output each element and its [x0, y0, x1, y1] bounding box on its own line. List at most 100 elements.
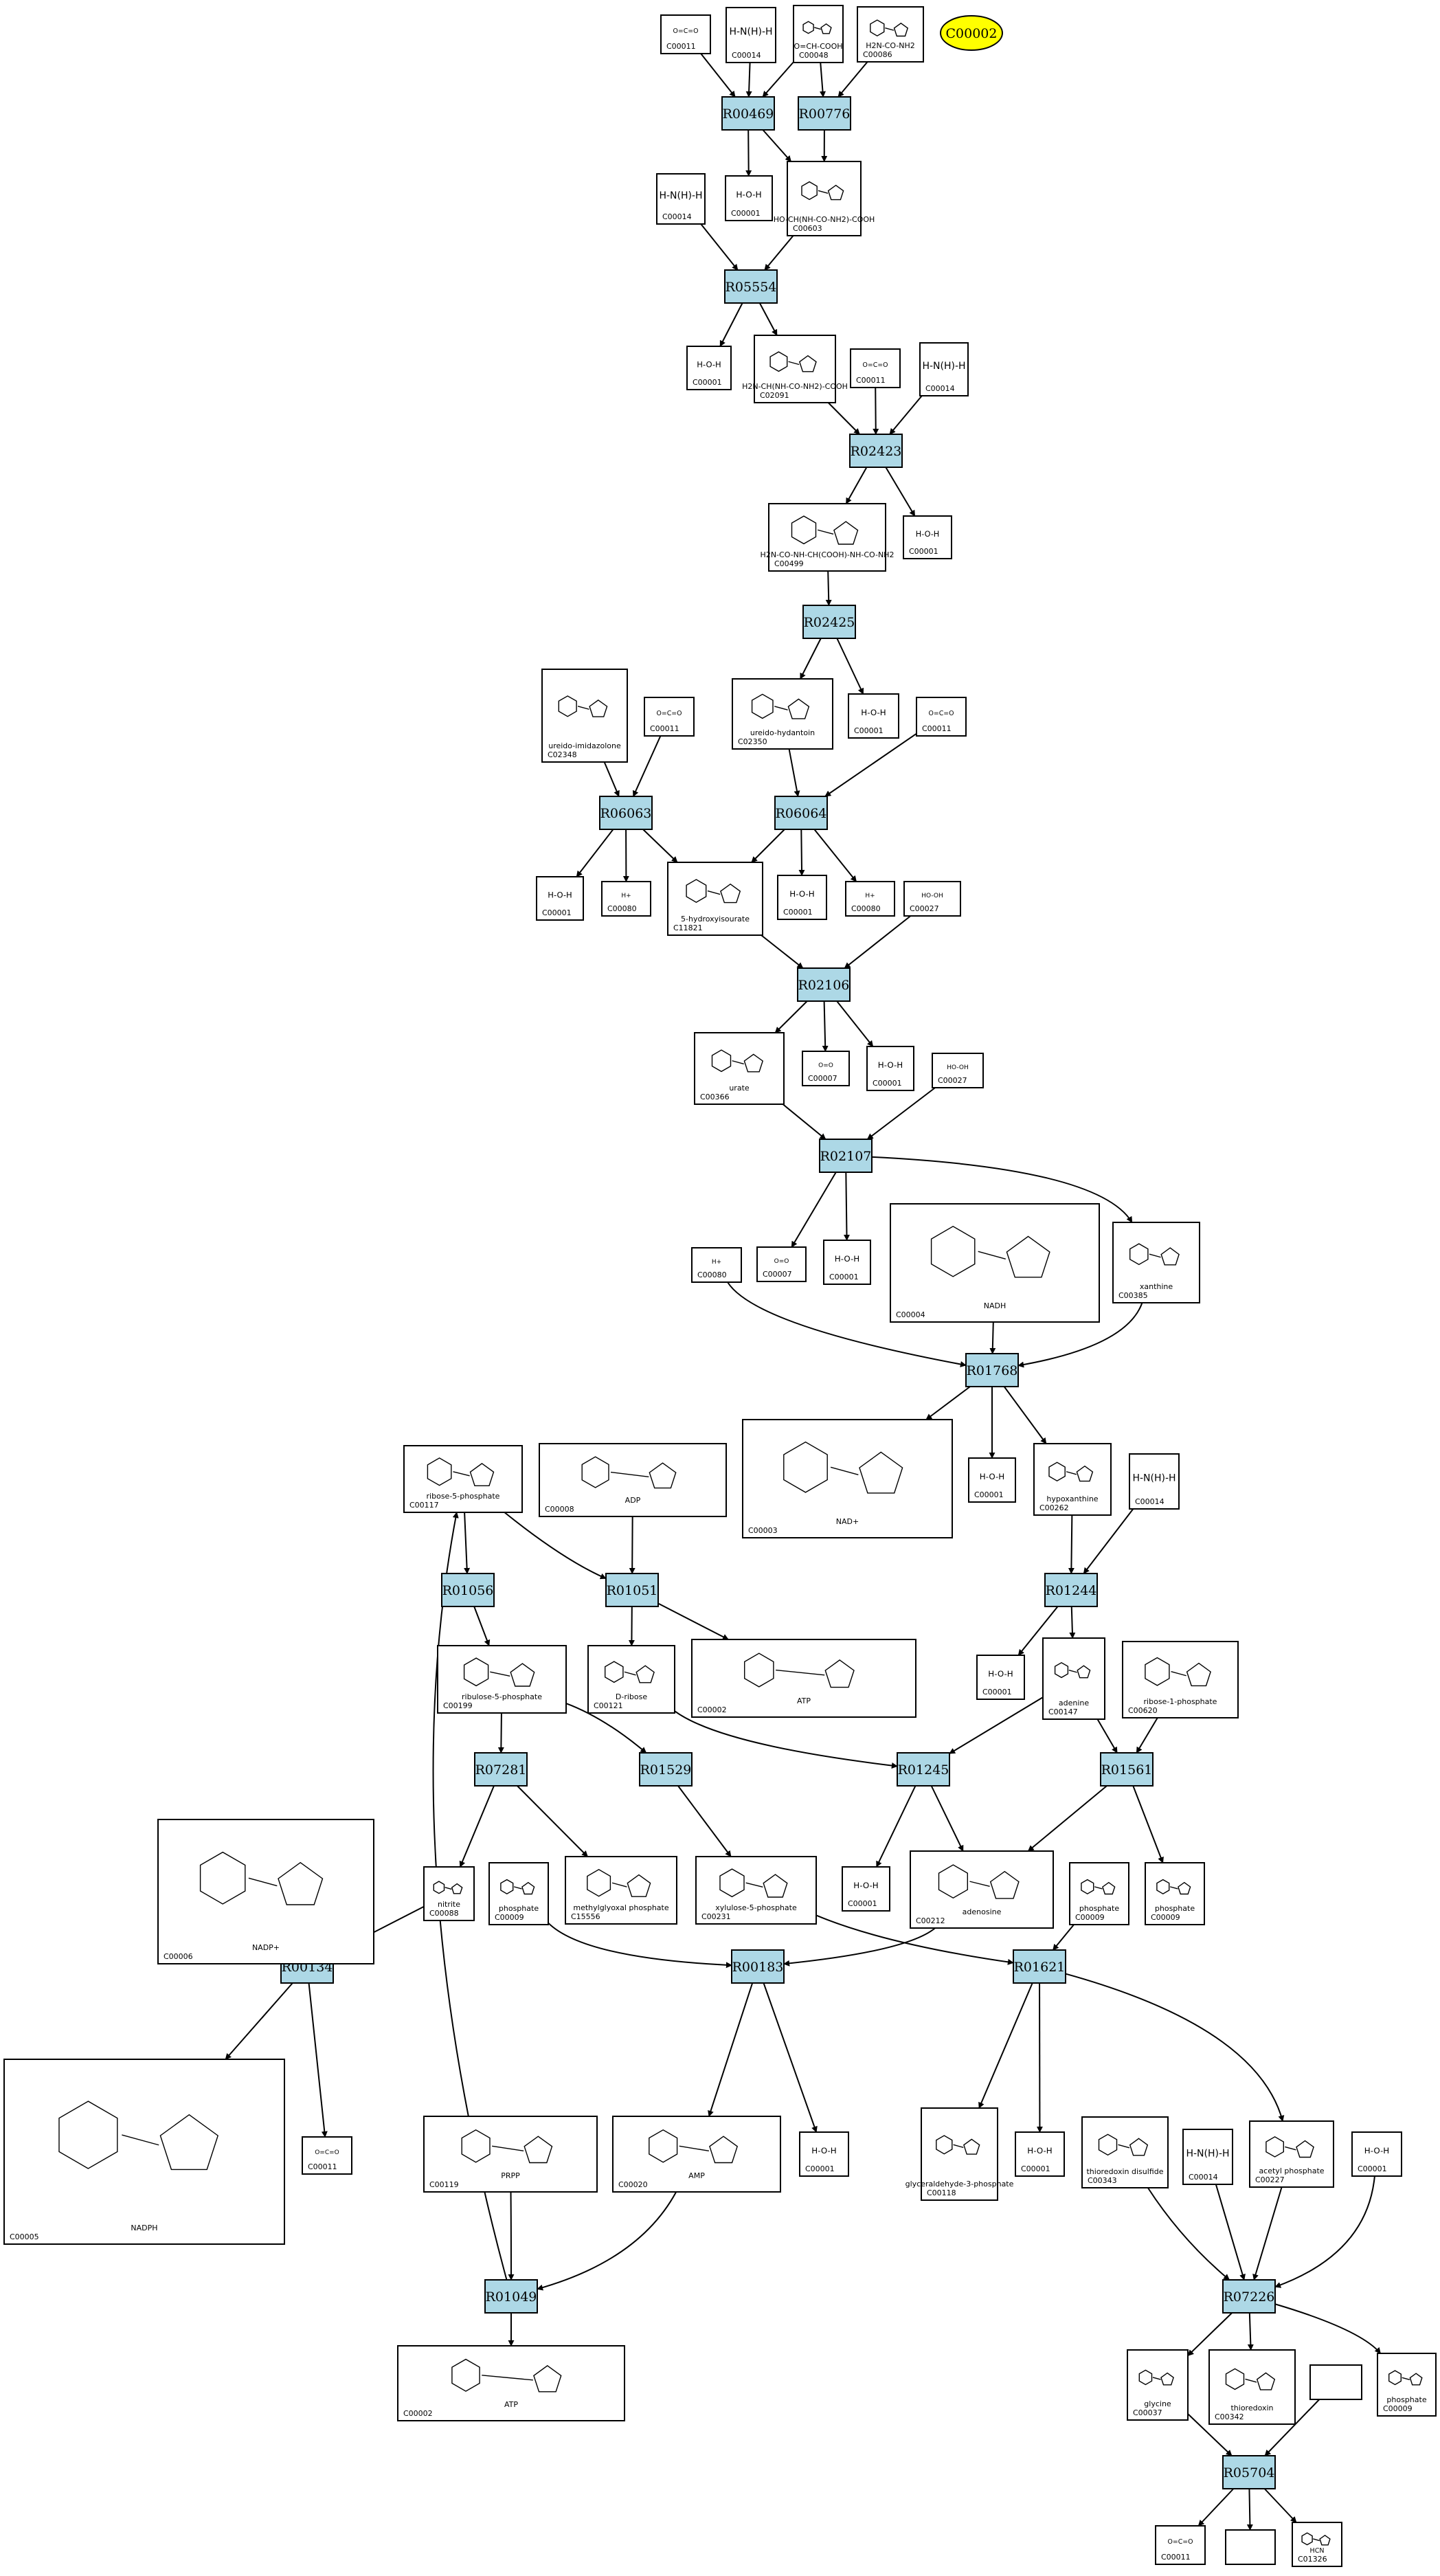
reaction-r06064[interactable]: R06064 — [774, 796, 828, 830]
reaction-r07281[interactable]: R07281 — [474, 1752, 528, 1787]
reaction-r01245[interactable]: R01245 — [897, 1752, 950, 1787]
compound-c00080-n23[interactable]: H+C00080 — [845, 881, 895, 917]
highlight-node[interactable]: C00002 — [940, 15, 1003, 51]
reaction-r01244[interactable]: R01244 — [1044, 1573, 1098, 1607]
reaction-r05704[interactable]: R05704 — [1222, 2455, 1276, 2489]
reaction-r02106[interactable]: R02106 — [797, 967, 851, 1002]
compound-c00080-n20[interactable]: H+C00080 — [601, 881, 651, 917]
reaction-r01051[interactable]: R01051 — [605, 1573, 659, 1607]
reaction-r01621[interactable]: R01621 — [1013, 1949, 1066, 1984]
reaction-r07226[interactable]: R07226 — [1222, 2279, 1276, 2314]
reaction-r02423[interactable]: R02423 — [849, 434, 903, 468]
compound-blank-n72[interactable] — [1225, 2529, 1276, 2565]
reaction-r00469[interactable]: R00469 — [721, 96, 775, 131]
compound-box — [691, 1247, 742, 1283]
reaction-r00183[interactable]: R00183 — [731, 1949, 785, 1984]
edge-r07281-to-n47 — [459, 1785, 495, 1868]
compound-c00080-n29[interactable]: H+C00080 — [691, 1247, 742, 1283]
reaction-r01049[interactable]: R01049 — [484, 2279, 538, 2314]
reaction-box — [441, 1573, 495, 1607]
reaction-r02425[interactable]: R02425 — [802, 605, 856, 639]
reaction-r00776[interactable]: R00776 — [798, 96, 851, 131]
reaction-r01561[interactable]: R01561 — [1100, 1752, 1154, 1787]
compound-blank-n69[interactable] — [1309, 2364, 1362, 2400]
edge-n16-to-r06064 — [788, 748, 800, 797]
reaction-r01768[interactable]: R01768 — [965, 1353, 1019, 1387]
reaction-r06063[interactable]: R06063 — [599, 796, 653, 830]
reaction-r01056[interactable]: R01056 — [441, 1573, 495, 1607]
reaction-r01529[interactable]: R01529 — [639, 1752, 693, 1787]
reaction-r05554[interactable]: R05554 — [724, 269, 778, 304]
compound-c00003-n34[interactable]: NAD+C00003 — [742, 1419, 953, 1538]
reaction-r02107[interactable]: R02107 — [819, 1139, 873, 1173]
compound-c00006-n46[interactable]: NADP+C00006 — [157, 1819, 374, 1964]
